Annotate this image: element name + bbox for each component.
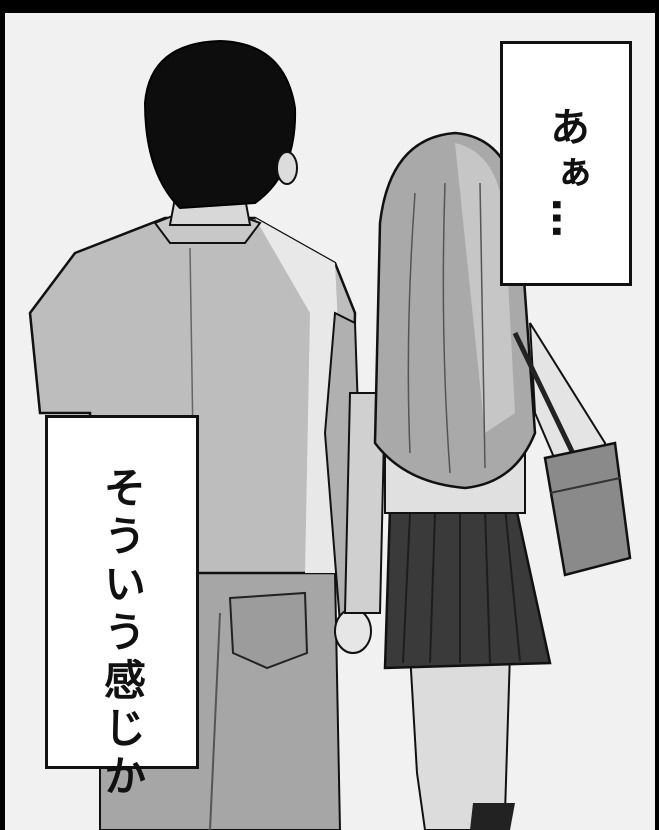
bag-strap [512, 331, 583, 470]
bag-flap [549, 477, 621, 494]
girl-sock [470, 803, 515, 830]
boy-pocket [228, 591, 309, 670]
girl-figure [343, 131, 632, 830]
caption-box-left: そういう感じか [45, 415, 199, 802]
boy-hair [143, 39, 297, 210]
boy-hand [334, 608, 372, 654]
school-bag [543, 441, 632, 577]
girl-hair-strands [407, 182, 486, 474]
caption-text-left: そういう感じか [97, 466, 147, 802]
boy-ear [276, 151, 298, 185]
boy-shirt-shadow [255, 218, 350, 573]
girl-arm-left [343, 392, 387, 614]
caption-text-right: あぁ… [543, 106, 589, 244]
skirt-pleats [402, 506, 521, 664]
boy-leg-seam [209, 612, 221, 830]
caption-box-right: あぁ… [500, 41, 632, 286]
